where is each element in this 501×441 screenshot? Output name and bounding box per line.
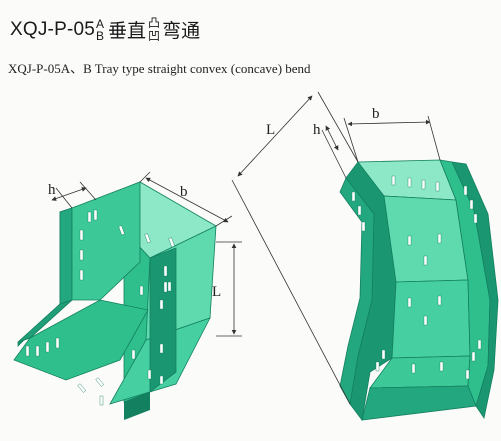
concave-label-b: b — [372, 106, 380, 122]
chinese-name: 垂直 凸 凹 弯通 — [108, 16, 200, 43]
cn-mark-bottom: 凹 — [148, 28, 161, 43]
convex-concave-mark: 凸 凹 — [148, 15, 161, 43]
concave-label-L: L — [266, 122, 275, 138]
cn-suffix: 弯通 — [162, 20, 201, 42]
variant-top: A — [96, 16, 105, 31]
variant-bottom: B — [96, 28, 105, 43]
cn-prefix: 垂直 — [108, 20, 147, 42]
cn-mark-top: 凸 — [148, 15, 161, 30]
concave-bend-illustration — [339, 159, 499, 421]
convex-label-L: L — [212, 284, 221, 300]
product-title: XQJ-P-05 A B 垂直 凸 凹 弯通 — [10, 16, 200, 43]
convex-label-h: h — [48, 182, 56, 198]
concave-dimension-lines — [231, 91, 441, 405]
convex-label-b: b — [180, 184, 188, 200]
convex-dimension-lines — [51, 171, 242, 337]
concave-label-h: h — [313, 122, 321, 138]
convex-bend-illustration — [13, 181, 217, 420]
product-code: XQJ-P-05 — [10, 18, 96, 40]
variant-fraction: A B — [96, 18, 104, 42]
english-subtitle: XQJ-P-05A、B Tray type straight convex (c… — [8, 61, 311, 76]
